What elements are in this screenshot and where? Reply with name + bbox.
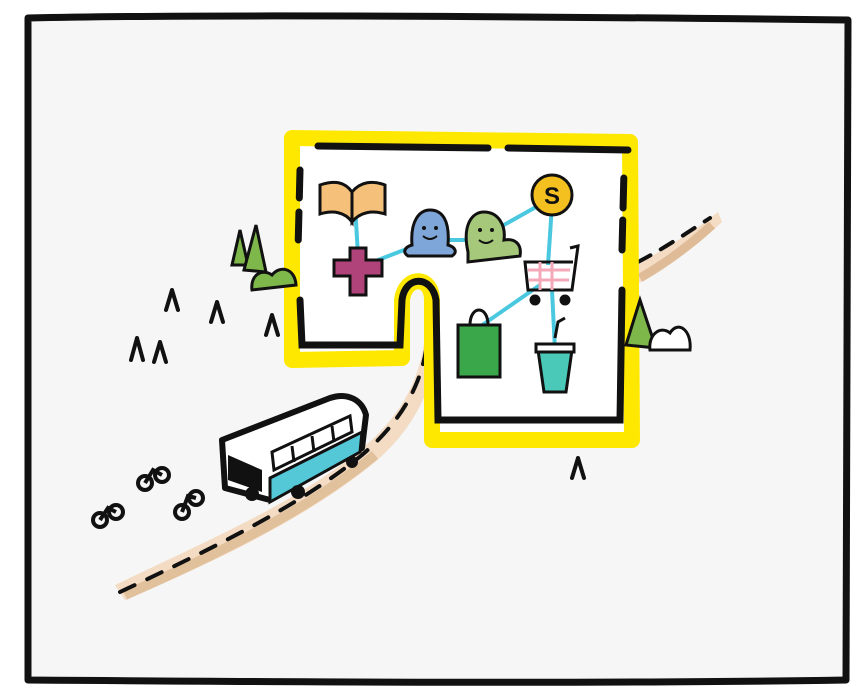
coin-letter: S bbox=[544, 183, 560, 210]
coin-icon: S bbox=[532, 175, 572, 215]
